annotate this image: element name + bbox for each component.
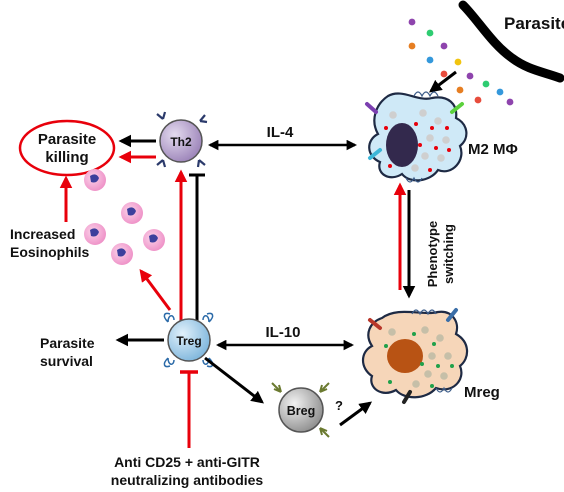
breg-to-mreg-arrow xyxy=(339,401,373,427)
antigen-dots-icon xyxy=(408,18,514,106)
phenotype-switching-label-line1: Phenotype xyxy=(425,221,440,287)
breg-label: Breg xyxy=(287,404,315,418)
antibodies-label-line1: Anti CD25 + anti-GITR xyxy=(114,454,260,470)
th2-cell-icon xyxy=(156,111,208,168)
mreg-cell-icon xyxy=(361,308,469,404)
parasite-worm-icon xyxy=(458,0,564,83)
m2-macrophage-label: M2 MΦ xyxy=(468,141,518,158)
eosinophil-icon xyxy=(84,169,165,265)
parasite-survival-label-line2: survival xyxy=(40,353,93,369)
parasite-survival-label-line1: Parasite xyxy=(40,335,95,351)
question-mark-label: ? xyxy=(335,398,343,413)
increased-eosinophils-label-line2: Eosinophils xyxy=(10,244,90,260)
breg-cell-icon xyxy=(271,382,330,438)
parasite-killing-ellipse xyxy=(18,119,116,177)
parasite-killing-label-line1: Parasite xyxy=(38,131,96,148)
parasite-label: Parasite xyxy=(504,14,564,33)
antibodies-label-line2: neutralizing antibodies xyxy=(111,472,264,488)
treg-to-breg-arrow xyxy=(204,356,264,404)
m2-macrophage-cell-icon xyxy=(365,91,468,183)
treg-label: Treg xyxy=(176,334,201,348)
mreg-label: Mreg xyxy=(464,384,500,401)
treg-to-eosinophils-arrow xyxy=(139,268,172,311)
il10-label: IL-10 xyxy=(265,324,300,341)
increased-eosinophils-label-line1: Increased xyxy=(10,226,75,242)
il4-label: IL-4 xyxy=(267,124,294,141)
parasite-to-m2-arrow xyxy=(428,70,457,93)
parasite-killing-label-line2: killing xyxy=(45,149,88,166)
th2-label: Th2 xyxy=(170,135,192,149)
phenotype-switching-label-line2: switching xyxy=(441,224,456,284)
